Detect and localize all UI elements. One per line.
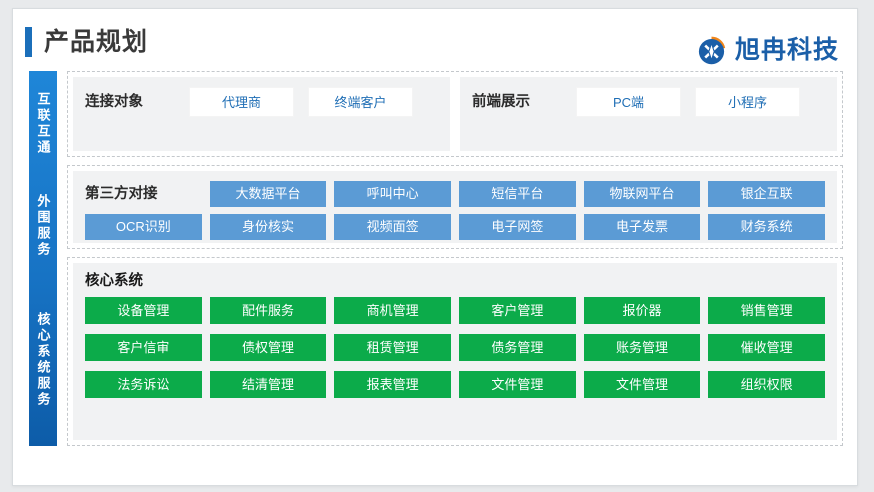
chip-settlement-mgmt[interactable]: 结清管理 [209, 371, 327, 398]
chip-agent[interactable]: 代理商 [189, 87, 294, 117]
title-accent-bar [25, 27, 32, 57]
chip-creditor-mgmt[interactable]: 债权管理 [209, 334, 327, 361]
chip-iot-platform[interactable]: 物联网平台 [583, 181, 701, 207]
diagram-body: 互联互通 外围服务 核心系统服务 连接对象 代理商 终端客户 [29, 71, 843, 446]
chip-e-contract[interactable]: 电子网签 [458, 214, 576, 240]
chip-file-mgmt-1[interactable]: 文件管理 [458, 371, 576, 398]
layer-stack: 连接对象 代理商 终端客户 前端展示 PC端 小程序 [67, 71, 843, 446]
page-title: 产品规划 [44, 28, 149, 56]
chip-video-signing[interactable]: 视频面签 [334, 214, 451, 240]
chip-parts-service[interactable]: 配件服务 [209, 297, 327, 324]
page-title-group: 产品规划 [25, 27, 148, 57]
chip-miniprogram[interactable]: 小程序 [695, 87, 800, 117]
section-interconnect: 连接对象 代理商 终端客户 前端展示 PC端 小程序 [67, 71, 843, 157]
chip-quoter[interactable]: 报价器 [583, 297, 701, 324]
panel-label: 第三方对接 [85, 186, 158, 202]
panel-frontend-display: 前端展示 PC端 小程序 [460, 77, 837, 151]
rail-item-core[interactable]: 核心系统服务 [29, 274, 57, 446]
chip-collection-mgmt[interactable]: 催收管理 [708, 334, 825, 361]
chip-customer-credit-review[interactable]: 客户信审 [85, 334, 202, 361]
core-grid: 设备管理 配件服务 商机管理 客户管理 报价器 销售管理 客户信审 债权管理 租… [85, 297, 825, 398]
chip-end-customer[interactable]: 终端客户 [308, 87, 413, 117]
chip-debt-mgmt[interactable]: 债务管理 [458, 334, 576, 361]
brand-logo: 旭冉科技 [696, 35, 839, 66]
section-thirdparty: 第三方对接 大数据平台 呼叫中心 短信平台 物联网平台 银企互联 OCR识别 身… [67, 165, 843, 249]
rail-item-label: 核心系统服务 [35, 312, 51, 408]
layer-rail: 互联互通 外围服务 核心系统服务 [29, 71, 57, 446]
chip-sales-mgmt[interactable]: 销售管理 [708, 297, 825, 324]
chip-org-permission[interactable]: 组织权限 [708, 371, 825, 398]
circle-x-logo-icon [696, 35, 727, 66]
thirdparty-grid: 第三方对接 大数据平台 呼叫中心 短信平台 物联网平台 银企互联 OCR识别 身… [85, 181, 825, 240]
panel-core-system: 核心系统 设备管理 配件服务 商机管理 客户管理 报价器 销售管理 客户信审 债… [73, 263, 837, 440]
chip-ocr[interactable]: OCR识别 [85, 214, 202, 240]
rail-item-interconnect[interactable]: 互联互通 [29, 71, 57, 177]
section-core-system: 核心系统 设备管理 配件服务 商机管理 客户管理 报价器 销售管理 客户信审 债… [67, 257, 843, 446]
slide-canvas: 产品规划 旭冉科技 互联互通 外围服务 [12, 8, 858, 486]
panel-label: 连接对象 [85, 94, 143, 110]
slide-header: 产品规划 旭冉科技 [13, 9, 857, 67]
rail-item-label: 外围服务 [35, 193, 51, 258]
chip-accounting-mgmt[interactable]: 账务管理 [583, 334, 701, 361]
chip-bigdata-platform[interactable]: 大数据平台 [209, 181, 327, 207]
chip-finance-system[interactable]: 财务系统 [708, 214, 825, 240]
chip-sms-platform[interactable]: 短信平台 [458, 181, 576, 207]
chip-opportunity-mgmt[interactable]: 商机管理 [334, 297, 451, 324]
panel-label: 核心系统 [85, 273, 143, 289]
chip-e-invoice[interactable]: 电子发票 [583, 214, 701, 240]
chip-file-mgmt-2[interactable]: 文件管理 [583, 371, 701, 398]
rail-item-label: 互联互通 [35, 92, 51, 156]
panel-connect-objects: 连接对象 代理商 终端客户 [73, 77, 450, 151]
panel-label: 前端展示 [472, 94, 530, 110]
chip-customer-mgmt[interactable]: 客户管理 [458, 297, 576, 324]
chip-lease-mgmt[interactable]: 租赁管理 [334, 334, 451, 361]
brand-name: 旭冉科技 [734, 36, 839, 64]
chip-bank-enterprise[interactable]: 银企互联 [708, 181, 825, 207]
rail-item-peripheral[interactable]: 外围服务 [29, 177, 57, 274]
chip-call-center[interactable]: 呼叫中心 [334, 181, 451, 207]
chip-identity-verify[interactable]: 身份核实 [209, 214, 327, 240]
chip-report-mgmt[interactable]: 报表管理 [334, 371, 451, 398]
chip-pc[interactable]: PC端 [576, 87, 681, 117]
panel-thirdparty: 第三方对接 大数据平台 呼叫中心 短信平台 物联网平台 银企互联 OCR识别 身… [73, 171, 837, 243]
chip-device-mgmt[interactable]: 设备管理 [85, 297, 202, 324]
chip-legal-litigation[interactable]: 法务诉讼 [85, 371, 202, 398]
